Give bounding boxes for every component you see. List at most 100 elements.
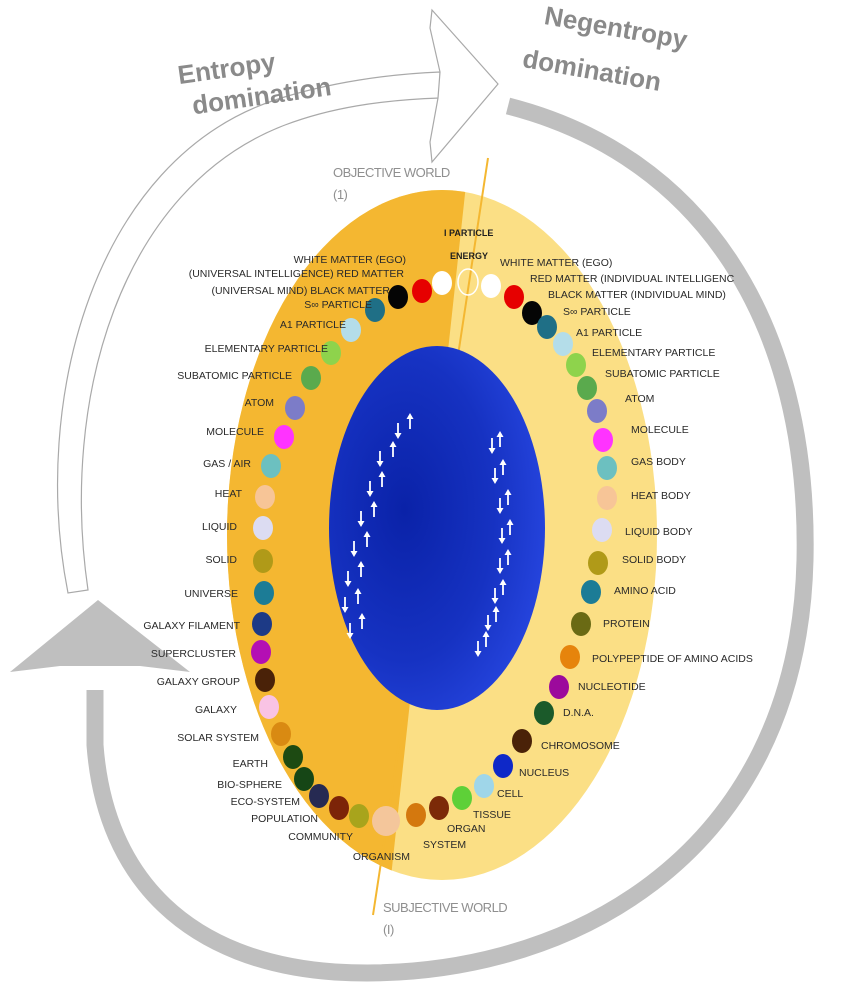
negentropy-title-line2: domination <box>520 43 663 97</box>
right-node-23 <box>429 796 449 820</box>
right-node-13 <box>588 551 608 575</box>
left-label-2: (UNIVERSAL INTELLIGENCE) RED MATTER <box>189 268 405 280</box>
left-node-8 <box>285 396 305 420</box>
flow-arrow-8 <box>370 501 378 517</box>
right-node-9 <box>593 428 613 452</box>
left-node-5 <box>341 318 361 342</box>
left-label-14: UNIVERSE <box>184 588 238 600</box>
cycle-arrows <box>10 8 814 982</box>
left-label-7: SUBATOMIC PARTICLE <box>177 370 292 382</box>
left-label-24: COMMUNITY <box>288 831 353 843</box>
right-node-21 <box>474 774 494 798</box>
right-label-14: AMINO ACID <box>614 585 676 597</box>
flow-arrow-11 <box>344 571 352 587</box>
left-node-21 <box>294 767 314 791</box>
negentropy-title-line1: Negentropy <box>542 0 690 55</box>
left-label-21: BIO-SPHERE <box>217 779 282 791</box>
right-label-21: CELL <box>497 788 523 800</box>
right-label-15: PROTEIN <box>603 618 650 630</box>
right-label-1: WHITE MATTER (EGO) <box>500 257 612 269</box>
flow-arrow-13 <box>341 597 349 613</box>
left-label-23: POPULATION <box>251 813 318 825</box>
left-node-13 <box>253 549 273 573</box>
right-label-16: POLYPEPTIDE OF AMINO ACIDS <box>592 653 753 665</box>
left-label-20: EARTH <box>233 758 268 770</box>
left-label-12: LIQUID <box>202 521 237 533</box>
left-node-11 <box>255 485 275 509</box>
right-node-12 <box>592 518 612 542</box>
right-node-10 <box>597 456 617 480</box>
flow-arrow-27 <box>491 588 499 604</box>
right-label-7: SUBATOMIC PARTICLE <box>605 368 720 380</box>
left-label-4: S∞ PARTICLE <box>304 299 372 311</box>
flow-arrow-2 <box>406 413 414 429</box>
right-label-9: MOLECULE <box>631 424 689 436</box>
left-label-18: GALAXY <box>195 704 237 716</box>
flow-arrow-6 <box>378 471 386 487</box>
left-label-5: A1 PARTICLE <box>280 319 346 331</box>
left-label-9: MOLECULE <box>206 426 264 438</box>
right-label-2: RED MATTER (INDIVIDUAL INTELLIGENC <box>530 273 735 285</box>
flow-arrows <box>341 413 514 657</box>
left-node-6 <box>321 341 341 365</box>
right-node-24 <box>406 803 426 827</box>
right-label-12: LIQUID BODY <box>625 526 693 538</box>
flow-arrow-12 <box>357 561 365 577</box>
left-node-2 <box>412 279 432 303</box>
left-label-22: ECO-SYSTEM <box>231 796 300 808</box>
left-node-10 <box>261 454 281 478</box>
flow-arrow-23 <box>498 528 506 544</box>
right-label-23: ORGAN <box>447 823 486 835</box>
flow-arrow-1 <box>394 423 402 439</box>
left-chain: WHITE MATTER (EGO)(UNIVERSAL INTELLIGENC… <box>143 254 452 863</box>
right-label-6: ELEMENTARY PARTICLE <box>592 347 715 359</box>
negentropy-arrowhead <box>10 600 190 672</box>
objective-world-label: OBJECTIVE WORLD <box>333 165 450 180</box>
left-label-3: (UNIVERSAL MIND) BLACK MATTER <box>211 285 390 297</box>
flow-arrow-14 <box>354 588 362 604</box>
flow-arrow-24 <box>506 519 514 535</box>
right-label-17: NUCLEOTIDE <box>578 681 646 693</box>
right-node-11 <box>597 486 617 510</box>
right-node-5 <box>553 332 573 356</box>
flow-arrow-31 <box>474 641 482 657</box>
right-chain: WHITE MATTER (EGO) RED MATTER (INDIVIDUAL… <box>406 257 753 851</box>
right-node-14 <box>581 580 601 604</box>
right-node-8 <box>587 399 607 423</box>
left-label-15: GALAXY FILAMENT <box>143 620 240 632</box>
right-node-19 <box>512 729 532 753</box>
left-node-12 <box>253 516 273 540</box>
left-node-4 <box>365 298 385 322</box>
right-label-24: SYSTEM <box>423 839 466 851</box>
i-particle-label: I PARTICLE <box>444 228 493 238</box>
flow-arrow-32 <box>482 631 490 647</box>
left-node-22 <box>309 784 329 808</box>
flow-arrow-30 <box>492 606 500 622</box>
left-node-20 <box>283 745 303 769</box>
flow-arrow-15 <box>346 623 354 639</box>
left-node-7 <box>301 366 321 390</box>
flow-arrow-18 <box>496 431 504 447</box>
right-node-20 <box>493 754 513 778</box>
left-node-17 <box>255 668 275 692</box>
left-label-17: GALAXY GROUP <box>157 676 240 688</box>
entropy-arrowhead <box>429 8 499 164</box>
flow-arrow-21 <box>496 498 504 514</box>
right-label-22: TISSUE <box>473 809 511 821</box>
left-node-24 <box>349 804 369 828</box>
left-node-9 <box>274 425 294 449</box>
left-node-16 <box>251 640 271 664</box>
right-node-17 <box>549 675 569 699</box>
objective-world-number: (1) <box>333 187 348 202</box>
inner-blue-ellipse <box>329 346 545 710</box>
right-label-8: ATOM <box>625 393 654 405</box>
left-label-8: ATOM <box>245 397 274 409</box>
right-node-2 <box>504 285 524 309</box>
flow-arrow-16 <box>358 613 366 629</box>
right-label-3: BLACK MATTER (INDIVIDUAL MIND) <box>548 289 726 301</box>
right-label-18: D.N.A. <box>563 707 594 719</box>
flow-arrow-5 <box>366 481 374 497</box>
right-label-10: GAS BODY <box>631 456 686 468</box>
right-node-3 <box>522 301 542 325</box>
